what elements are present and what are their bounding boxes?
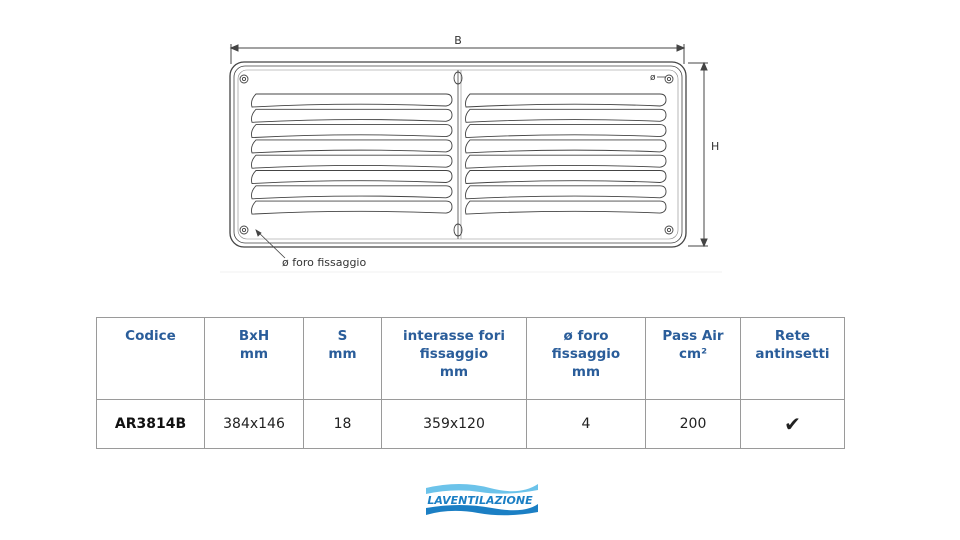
header-foro: ø foro fissaggio mm: [526, 317, 646, 400]
dim-b-label: B: [454, 34, 462, 47]
louver-slat: [251, 108, 453, 123]
louver-slat: [465, 154, 667, 169]
cell-s: 18: [303, 399, 382, 449]
louver-slat: [465, 93, 667, 108]
dim-phi-label: ø: [650, 73, 656, 83]
technical-drawing: B H ø ø foro fissaggio: [220, 34, 722, 273]
header-pass-air: Pass Air cm²: [645, 317, 741, 400]
header-interasse: interasse fori fissaggio mm: [381, 317, 527, 400]
logo-wave-bottom: [426, 504, 538, 516]
header-codice: Codice: [96, 317, 205, 400]
louver-slat: [465, 139, 667, 154]
louver-slat: [251, 139, 453, 154]
louver-slat: [251, 154, 453, 169]
caption-leader: [255, 229, 286, 259]
table-header-row: Codice BxH mm S mm interasse fori fissag…: [96, 317, 845, 400]
louver-slat: [251, 124, 453, 139]
louver-slat: [251, 93, 453, 108]
louver-slat: [465, 124, 667, 139]
table-row: AR3814B 384x146 18 359x120 4 200 ✔: [96, 399, 845, 449]
cell-pass-air: 200: [645, 399, 741, 449]
spec-table: Codice BxH mm S mm interasse fori fissag…: [96, 317, 845, 449]
dim-h-label: H: [711, 140, 719, 153]
grille-frame: [229, 61, 687, 248]
logo-text: LAVENTILAZIONE: [427, 494, 533, 507]
louver-slat: [465, 185, 667, 200]
louver-slat: [465, 108, 667, 123]
louver-slat: [251, 170, 453, 184]
fixing-hole-caption: ø foro fissaggio: [282, 256, 366, 269]
louver-slat: [465, 170, 667, 184]
louvers-right: [465, 93, 667, 215]
checkmark-icon: ✔: [740, 399, 845, 449]
cell-code: AR3814B: [96, 399, 205, 449]
cell-interasse: 359x120: [381, 399, 527, 449]
louver-slat: [465, 200, 667, 215]
louver-slat: [251, 185, 453, 200]
laventilazione-logo: LAVENTILAZIONE: [426, 484, 538, 516]
louver-slat: [251, 200, 453, 215]
header-bxh: BxH mm: [204, 317, 304, 400]
louvers-left: [251, 93, 453, 215]
fixing-holes: [239, 71, 674, 237]
logo-wave-top: [426, 484, 538, 494]
dimension-b: [229, 44, 686, 64]
cell-foro: 4: [526, 399, 646, 449]
dimension-h: [688, 61, 708, 248]
cell-bxh: 384x146: [204, 399, 304, 449]
header-s: S mm: [303, 317, 382, 400]
header-rete: Rete antinsetti: [740, 317, 845, 400]
